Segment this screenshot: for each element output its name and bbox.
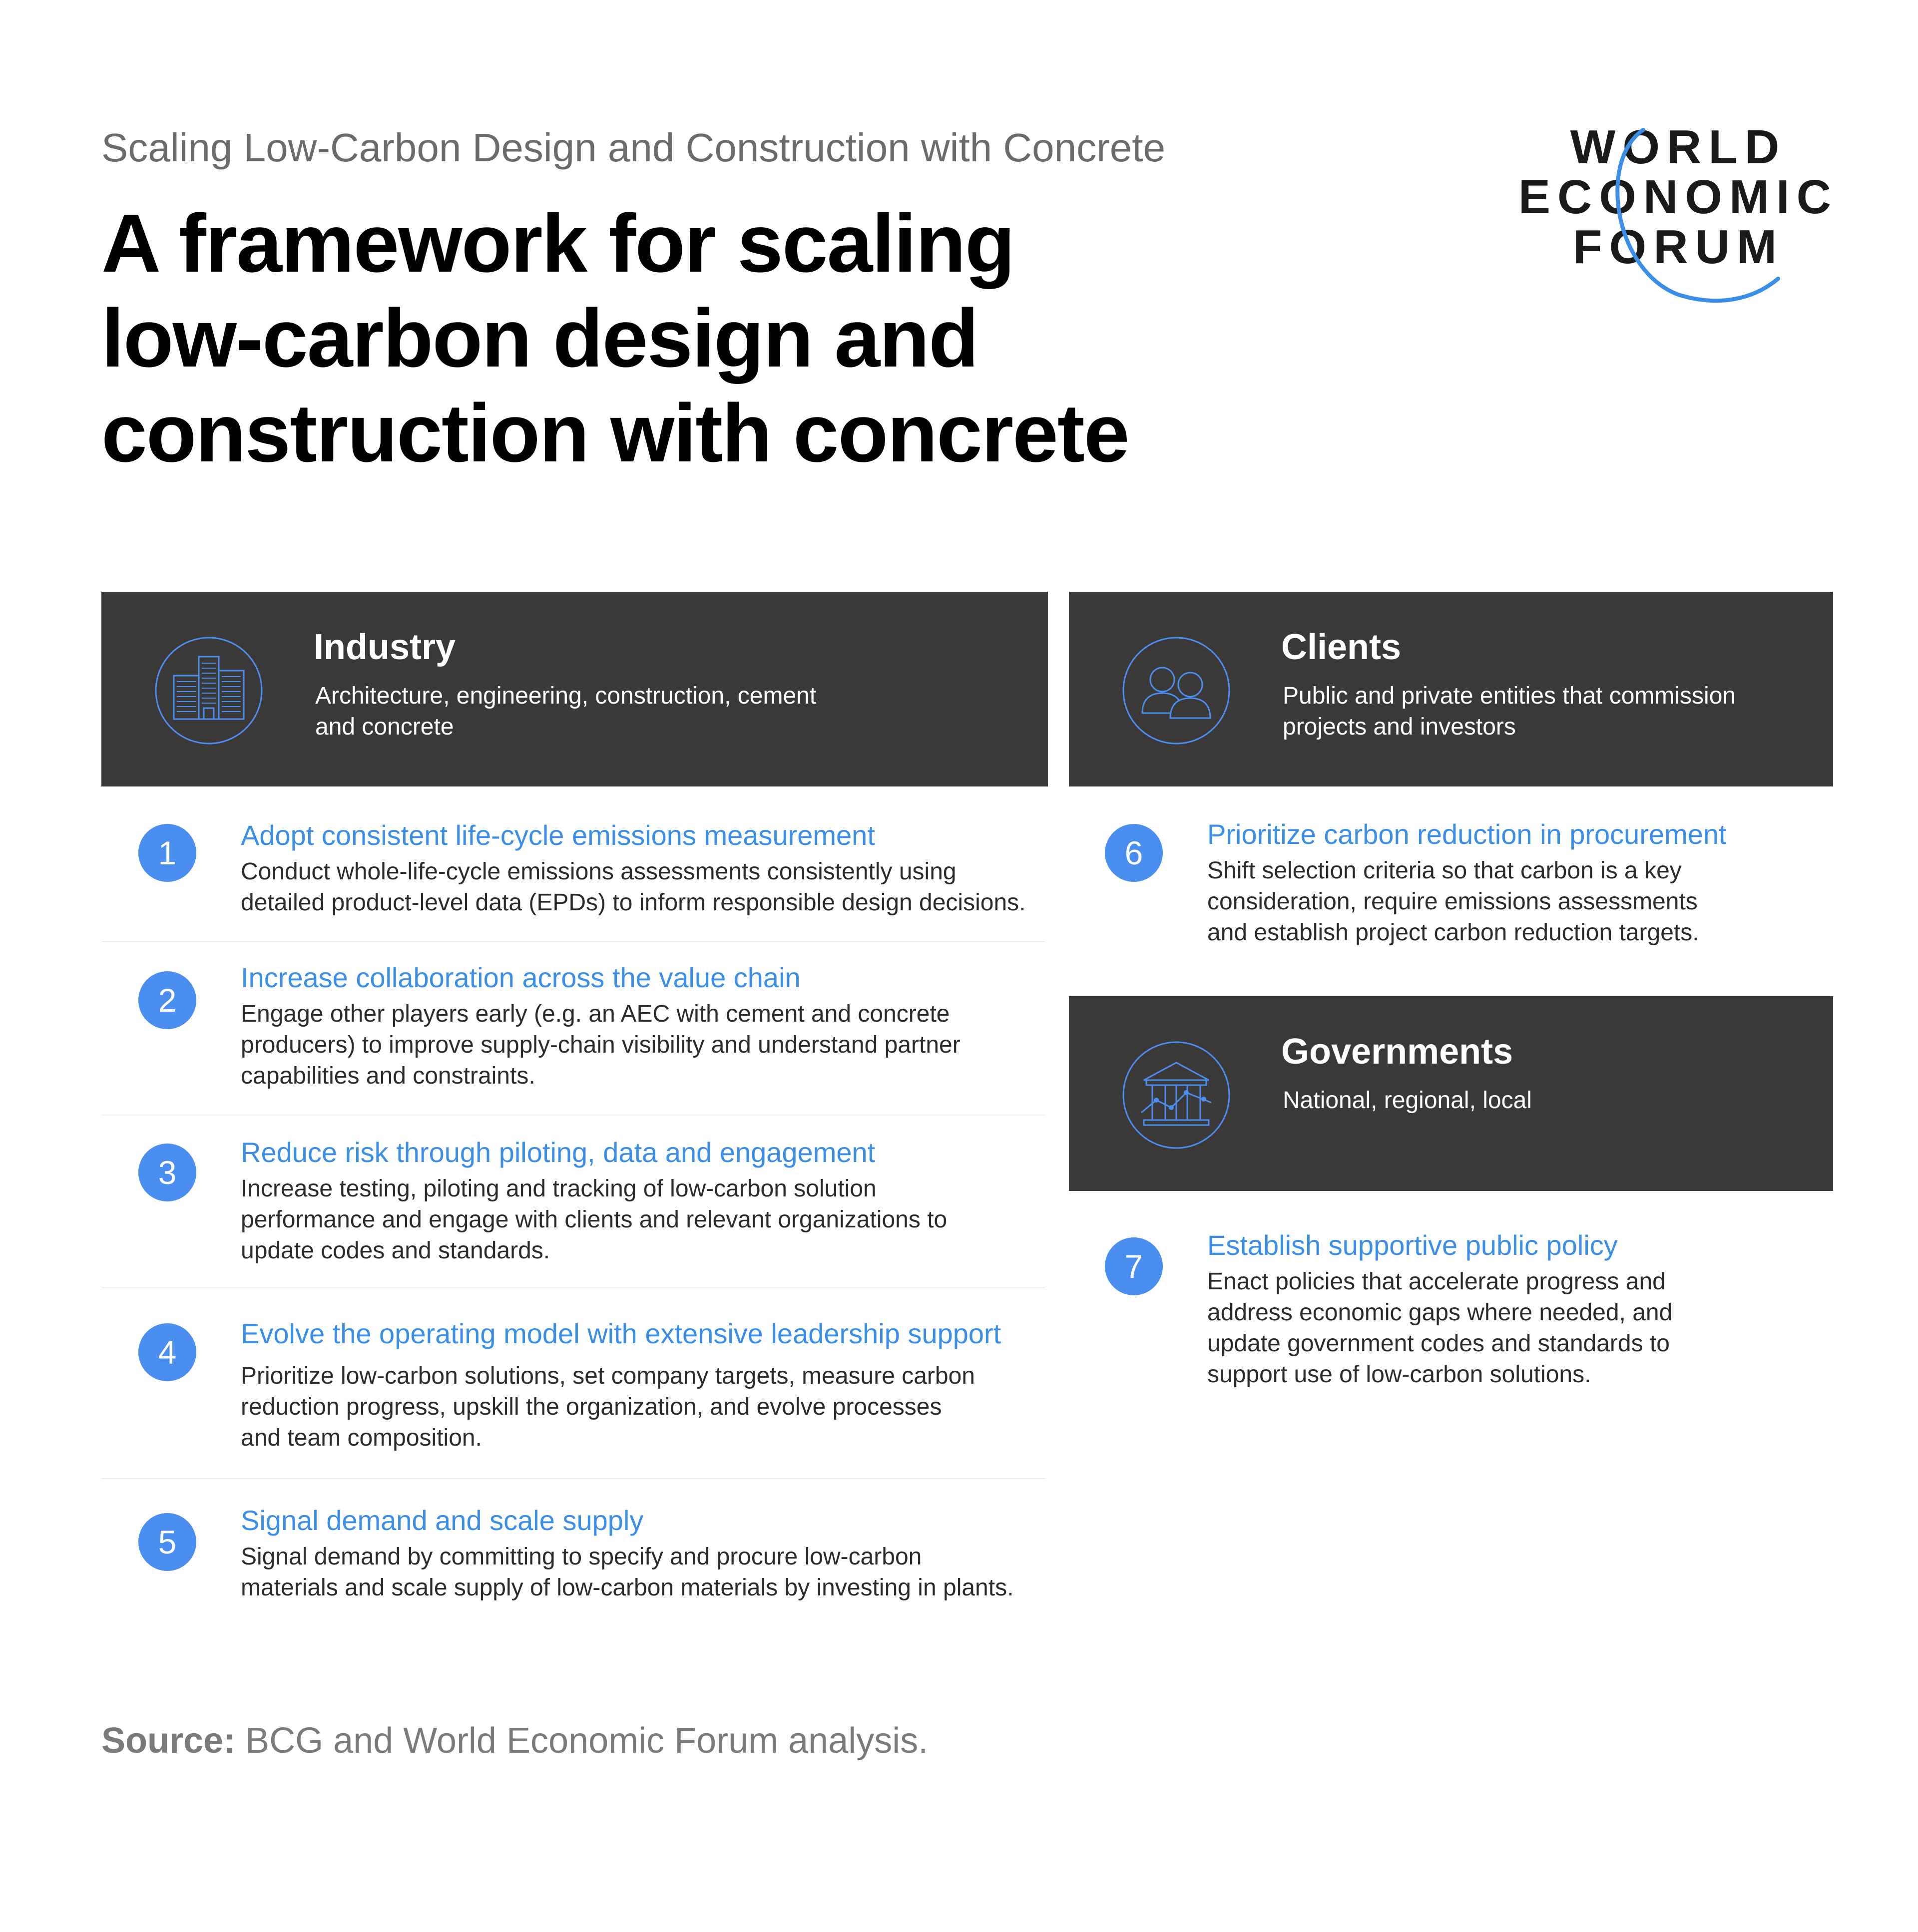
government-building-icon — [1122, 1041, 1230, 1149]
clients-panel: Clients Public and private entities that… — [1069, 592, 1833, 786]
description-line: capabilities and constraints. — [241, 1063, 535, 1089]
logo-line: WORLD — [1570, 120, 1787, 174]
description-line: performance and engage with clients and … — [241, 1206, 948, 1233]
governments-title: Governments — [1281, 1032, 1513, 1072]
divider — [101, 1287, 1045, 1288]
description-line: producers) to improve supply-chain visib… — [241, 1032, 960, 1058]
item-title: Establish supportive public policy — [1207, 1229, 1618, 1261]
kicker-subtitle: Scaling Low-Carbon Design and Constructi… — [101, 125, 1165, 170]
item-number-badge: 5 — [138, 1513, 196, 1571]
people-icon — [1122, 637, 1230, 745]
divider — [101, 1478, 1045, 1479]
item-number-badge: 1 — [138, 824, 196, 882]
item-number-badge: 6 — [1105, 824, 1163, 882]
industry-description: Architecture, engineering, construction,… — [315, 681, 890, 743]
source-note: Source: BCG and World Economic Forum ana… — [101, 1720, 928, 1761]
title-line: construction with concrete — [101, 387, 1130, 479]
description-line: Enact policies that accelerate progress … — [1207, 1268, 1666, 1295]
source-text: BCG and World Economic Forum analysis. — [235, 1721, 929, 1761]
description-line: reduction progress, upskill the organiza… — [241, 1394, 942, 1420]
item-description: Conduct whole-life-cycle emissions asses… — [241, 856, 1030, 918]
logo-line: ECONOMIC — [1518, 170, 1838, 224]
item-title: Prioritize carbon reduction in procureme… — [1207, 818, 1727, 850]
item-title: Reduce risk through piloting, data and e… — [241, 1137, 876, 1168]
governments-panel: Governments National, regional, local — [1069, 996, 1833, 1191]
clients-title: Clients — [1281, 627, 1402, 667]
item-number-badge: 7 — [1105, 1237, 1163, 1295]
title-line: low-carbon design and — [101, 292, 979, 384]
description-line: address economic gaps where needed, and — [1207, 1299, 1673, 1326]
item-number-badge: 2 — [138, 971, 196, 1029]
page-title: A framework for scaling low-carbon desig… — [101, 196, 1200, 480]
industry-title: Industry — [314, 627, 456, 667]
description-line: consideration, require emissions assessm… — [1207, 888, 1698, 915]
clients-description: Public and private entities that commiss… — [1283, 681, 1857, 743]
description-line: National, regional, local — [1283, 1087, 1532, 1114]
description-line: and establish project carbon reduction t… — [1207, 919, 1699, 946]
description-line: and team composition. — [241, 1425, 482, 1451]
description-line: Signal demand by committing to specify a… — [241, 1544, 922, 1570]
item-title: Signal demand and scale supply — [241, 1505, 644, 1536]
description-line: materials and scale supply of low-carbon… — [241, 1574, 1014, 1601]
description-line: Increase testing, piloting and tracking … — [241, 1175, 877, 1202]
description-line: Shift selection criteria so that carbon … — [1207, 857, 1682, 884]
industry-panel: Industry Architecture, engineering, cons… — [101, 592, 1048, 786]
item-description: Signal demand by committing to specify a… — [241, 1542, 1030, 1603]
item-number-badge: 4 — [138, 1323, 196, 1381]
description-line: Architecture, engineering, construction,… — [315, 683, 817, 709]
item-title: Increase collaboration across the value … — [241, 962, 801, 993]
description-line: update codes and standards. — [241, 1237, 550, 1264]
description-line: Prioritize low-carbon solutions, set com… — [241, 1363, 975, 1389]
buildings-icon — [155, 637, 263, 745]
item-description: Shift selection criteria so that carbon … — [1207, 855, 1817, 948]
item-title: Evolve the operating model with extensiv… — [241, 1318, 1001, 1349]
item-description: Prioritize low-carbon solutions, set com… — [241, 1361, 1030, 1454]
divider — [101, 941, 1045, 942]
logo-line: FORUM — [1573, 220, 1784, 274]
wef-logo: WORLD ECONOMIC FORUM — [1518, 120, 1838, 310]
divider — [101, 1115, 1045, 1116]
description-line: support use of low-carbon solutions. — [1207, 1361, 1591, 1388]
description-line: update government codes and standards to — [1207, 1330, 1670, 1357]
description-line: Engage other players early (e.g. an AEC … — [241, 1001, 950, 1027]
description-line: projects and investors — [1283, 714, 1516, 740]
description-line: Public and private entities that commiss… — [1283, 683, 1736, 709]
item-description: Increase testing, piloting and tracking … — [241, 1173, 1030, 1266]
item-number-badge: 3 — [138, 1144, 196, 1201]
item-description: Engage other players early (e.g. an AEC … — [241, 999, 1030, 1092]
logo-arc-icon — [1615, 128, 1780, 303]
item-description: Enact policies that accelerate progress … — [1207, 1266, 1817, 1390]
description-line: detailed product-level data (EPDs) to in… — [241, 889, 1026, 916]
description-line: Conduct whole-life-cycle emissions asses… — [241, 858, 957, 885]
source-label: Source: — [101, 1721, 236, 1761]
item-title: Adopt consistent life-cycle emissions me… — [241, 819, 875, 851]
title-line: A framework for scaling — [101, 197, 1015, 289]
description-line: and concrete — [315, 714, 454, 740]
governments-description: National, regional, local — [1283, 1085, 1857, 1116]
